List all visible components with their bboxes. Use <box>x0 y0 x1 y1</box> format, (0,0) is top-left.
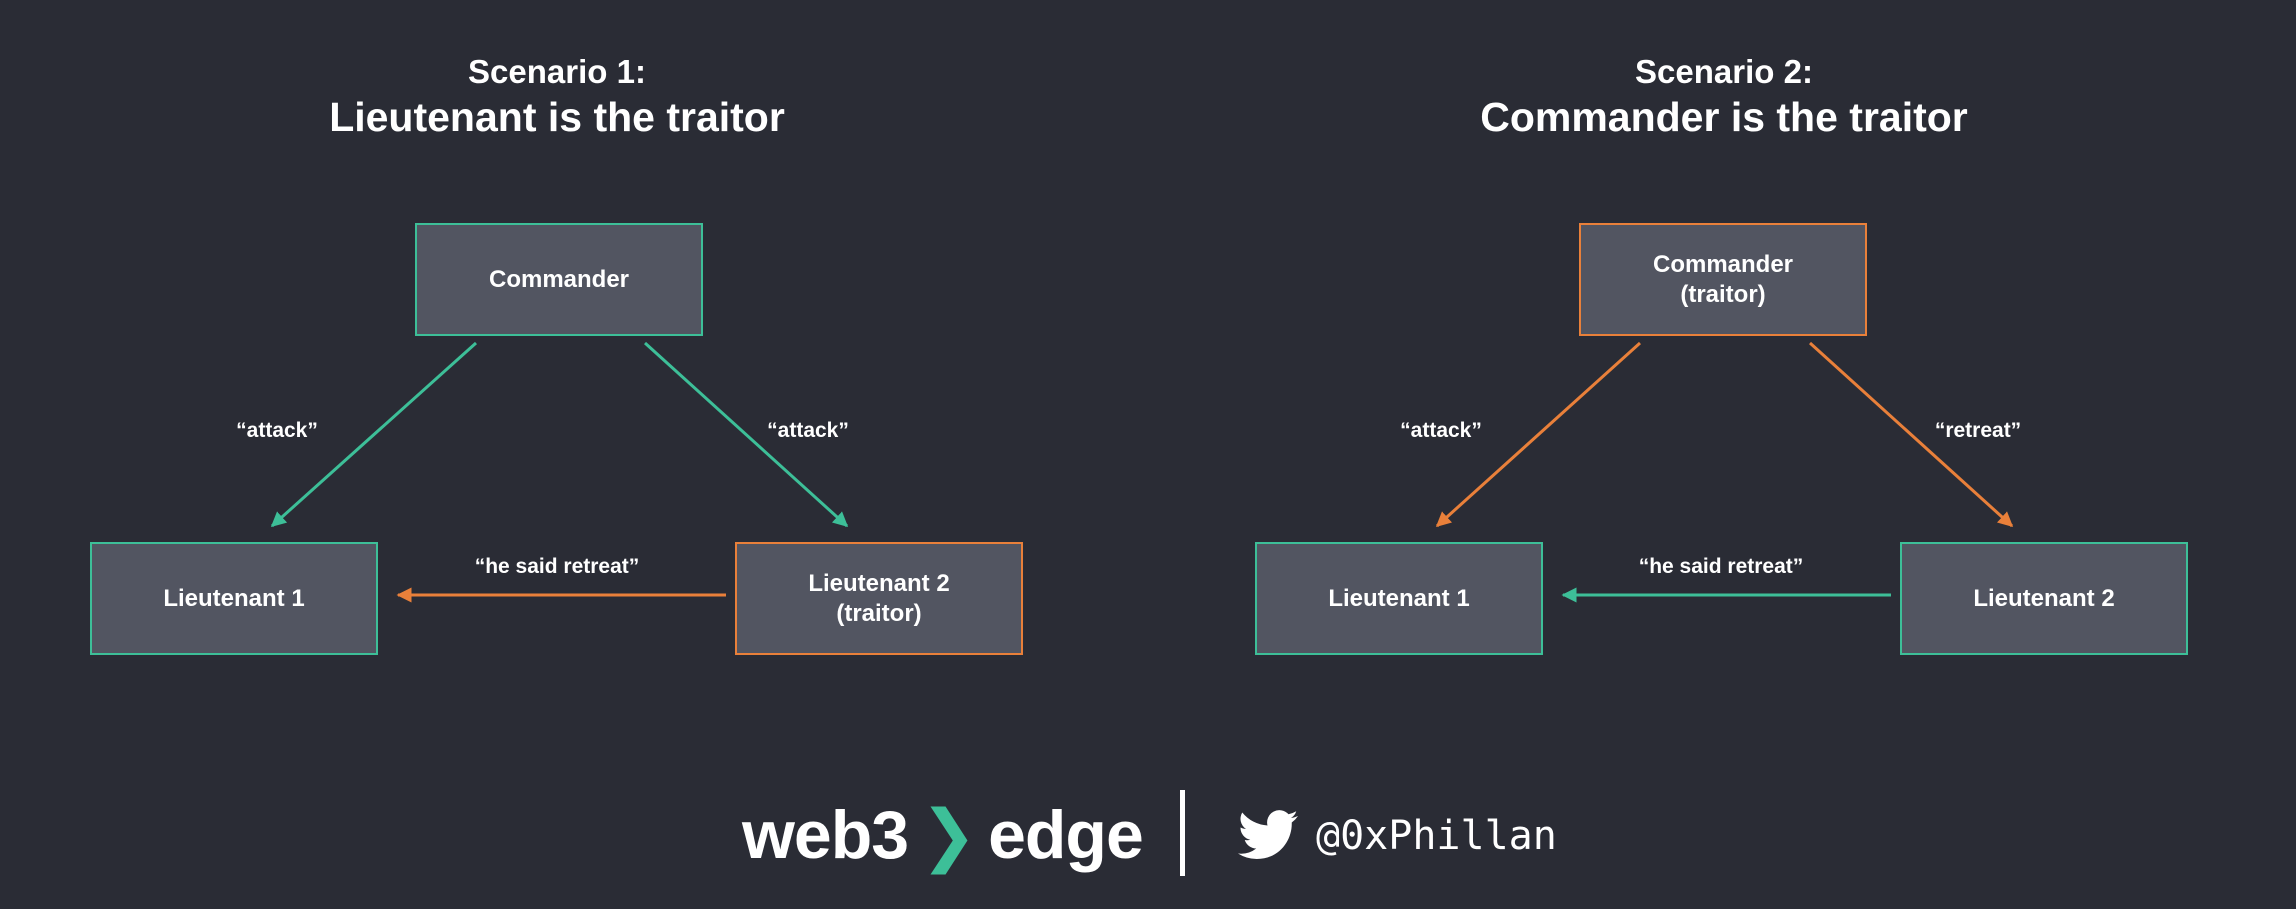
s2-lieutenant-2-line1: Lieutenant 2 <box>1973 584 2115 612</box>
scenario-2-title: Commander is the traitor <box>1480 94 1968 140</box>
s2-commander-to-l1-arrow <box>1435 341 1642 528</box>
s1-edge-label-to-l2: “attack” <box>767 419 849 442</box>
scenario-1-title: Lieutenant is the traitor <box>329 94 785 140</box>
twitter-handle: @0xPhillan <box>1316 813 1557 859</box>
logo-text-left: web3 <box>742 797 909 873</box>
twitter-icon <box>1238 810 1298 859</box>
s1-commander-line1: Commander <box>488 265 630 293</box>
s2-commander-line1: Commander <box>1652 250 1794 278</box>
s2-lieutenant-1-node: Lieutenant 1 <box>1255 542 1543 655</box>
s2-commander-node: Commander (traitor) <box>1579 223 1867 336</box>
s1-commander-to-l1-arrow <box>270 341 478 528</box>
scenario-2-title-block: Scenario 2: Commander is the traitor <box>1424 52 2024 142</box>
footer-divider <box>1180 790 1185 876</box>
s1-edge-label-to-l1: “attack” <box>236 419 318 442</box>
scenario-2-subtitle: Scenario 2: <box>1635 53 1813 90</box>
s2-lieutenant-1-line1: Lieutenant 1 <box>1328 584 1470 612</box>
logo-text-right: edge <box>988 797 1144 873</box>
s1-lieutenant-2-line1: Lieutenant 2 <box>808 569 950 597</box>
web3edge-logo: web3❯edge <box>742 790 1144 880</box>
scenario-1-title-block: Scenario 1: Lieutenant is the traitor <box>257 52 857 142</box>
s1-edge-label-l2-to-l1: “he said retreat” <box>474 555 640 578</box>
logo-chevron-icon: ❯ <box>920 797 977 873</box>
s1-lieutenant-1-line1: Lieutenant 1 <box>163 584 305 612</box>
s1-lieutenant-1-node: Lieutenant 1 <box>90 542 378 655</box>
s1-lieutenant-2-node: Lieutenant 2 (traitor) <box>735 542 1023 655</box>
s2-edge-label-to-l2: “retreat” <box>1934 419 2022 442</box>
s2-commander-line2: (traitor) <box>1680 280 1766 308</box>
s2-edge-label-l2-to-l1: “he said retreat” <box>1638 555 1804 578</box>
s1-commander-to-l2-arrow <box>643 341 849 528</box>
s2-commander-to-l2-arrow <box>1808 341 2014 528</box>
s2-edge-label-to-l1: “attack” <box>1400 419 1482 442</box>
s1-lieutenant-2-line2: (traitor) <box>836 599 922 627</box>
scenario-1-subtitle: Scenario 1: <box>468 53 646 90</box>
s2-lieutenant-2-node: Lieutenant 2 <box>1900 542 2188 655</box>
s1-commander-node: Commander <box>415 223 703 336</box>
